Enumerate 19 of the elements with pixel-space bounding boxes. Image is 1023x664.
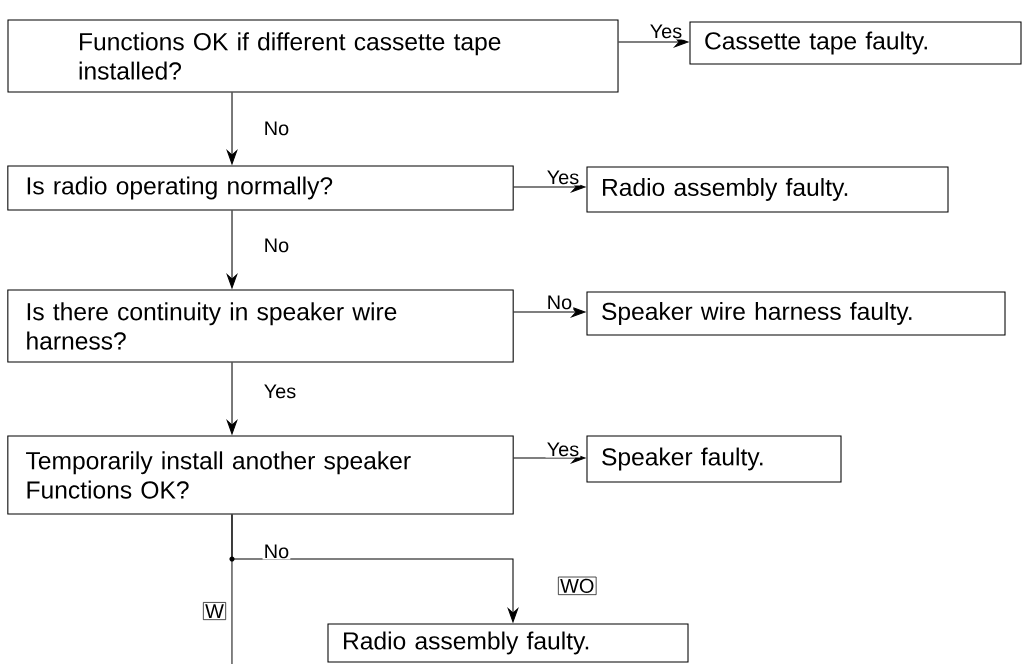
decision-box: Temporarily install another speaker Functions OK? [7, 435, 514, 515]
branch-label: No [262, 543, 291, 560]
result-box: Speaker wire harness faulty. [586, 291, 1006, 336]
decision-box: Is radio operating normally? [7, 165, 514, 211]
edge-label: Yes [262, 383, 298, 400]
result-box: Cassette tape faulty. [689, 21, 1022, 65]
edge-label: WO [558, 576, 597, 595]
result-box: Radio assembly faulty. [586, 166, 949, 213]
result-box: Speaker faulty. [586, 435, 842, 483]
edge-label: No [262, 120, 291, 137]
edge-label: Yes [545, 441, 581, 458]
decision-box: Functions OK if different cassette tape installed? [7, 19, 619, 93]
edge-label: Yes [648, 23, 684, 40]
edge-label: W [203, 602, 226, 620]
edge-label: No [545, 294, 574, 311]
edge-label: No [262, 237, 291, 254]
edge-label: Yes [545, 169, 581, 186]
decision-box: Is there continuity in speaker wire harness? [7, 289, 514, 363]
result-box: Radio assembly faulty. [327, 623, 689, 663]
